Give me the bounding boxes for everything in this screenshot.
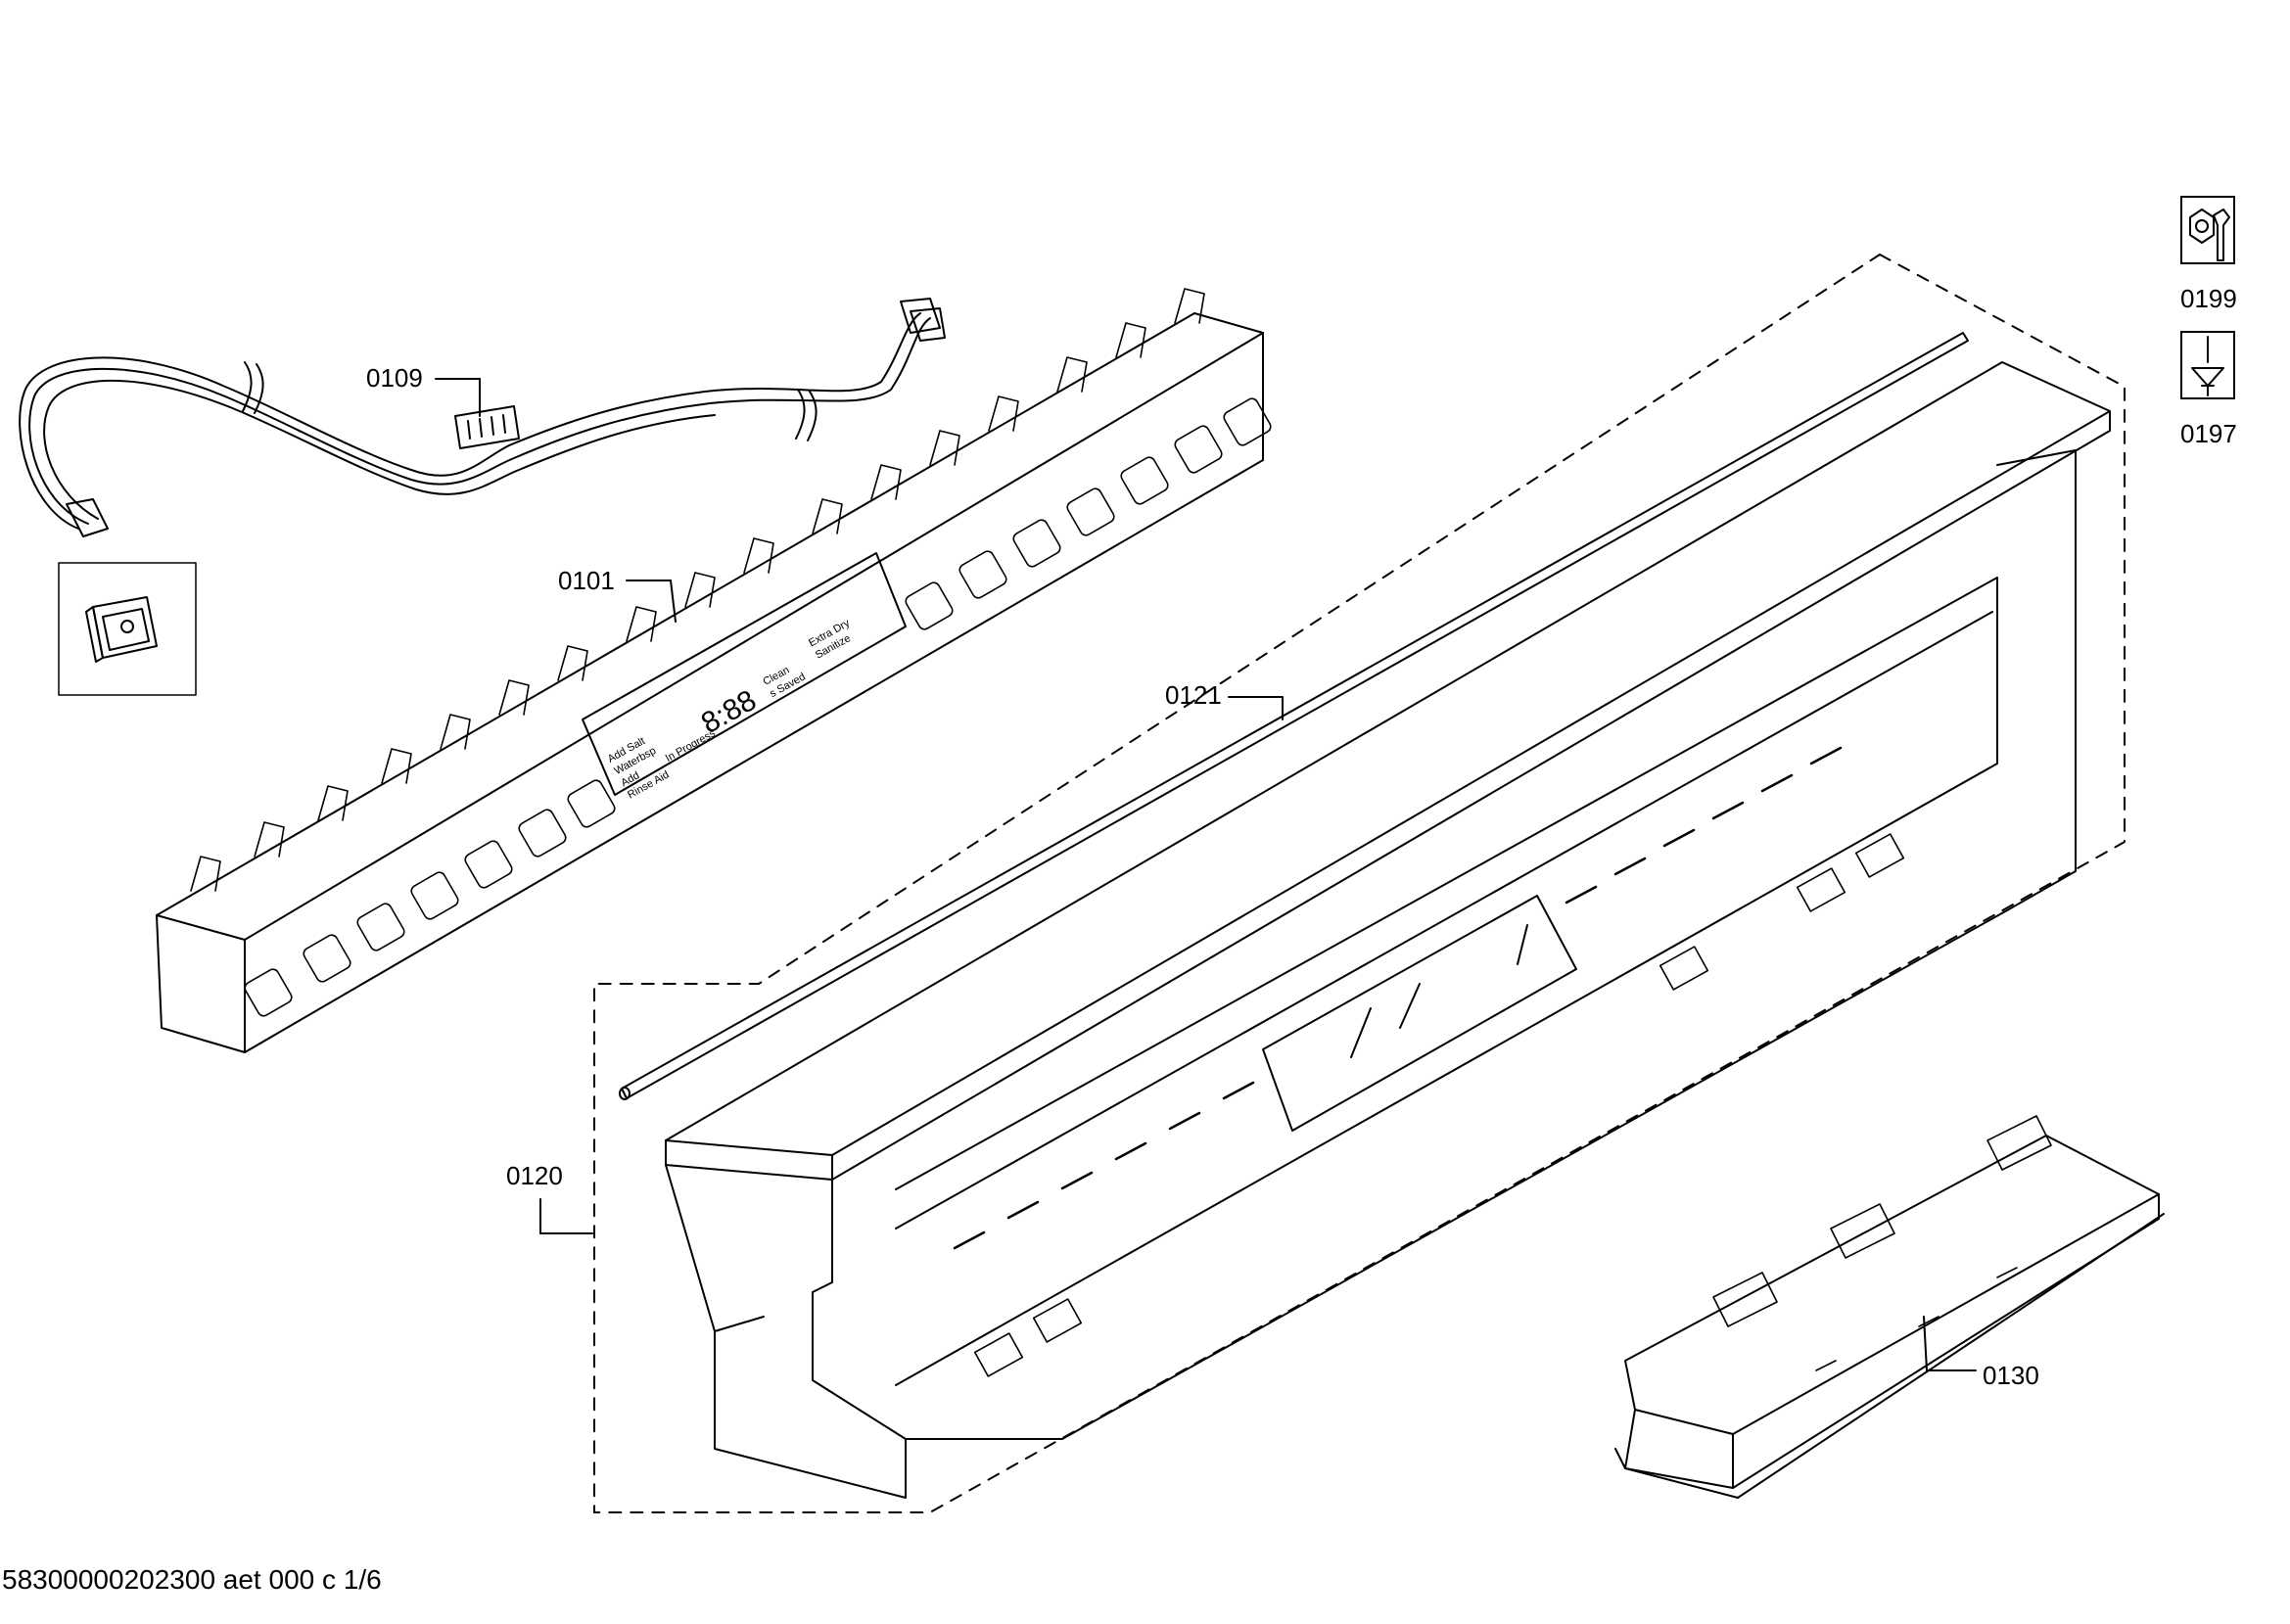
assembly-boundary [593,254,2126,1513]
display-window [582,552,907,796]
control-module-0101 [156,288,1272,1053]
wire-harness-0109 [19,298,946,537]
nut-wrench-icon [2189,209,2230,261]
callout-0120: 0120 [506,1161,563,1190]
screwdriver-screw-icon [2191,336,2224,396]
legend-box-0199 [2180,196,2235,264]
callout-0130: 0130 [1983,1361,2039,1390]
seal-strip-0121 [619,332,1969,1100]
callout-0121: 0121 [1165,680,1222,710]
legend-label-0197: 0197 [2180,419,2237,448]
connector-detail [85,596,158,663]
cover-0130 [1614,1115,2165,1499]
callout-0109: 0109 [366,363,423,393]
panel-window [1262,895,1577,1132]
callout-0101: 0101 [558,566,615,595]
legend-label-0199: 0199 [2180,284,2237,313]
connector-detail-inset [58,562,197,696]
legend-box-0197 [2180,331,2235,399]
document-id: 58300000202300 aet 000 c 1/6 [2,1564,382,1595]
panel-0120 [665,361,2111,1499]
